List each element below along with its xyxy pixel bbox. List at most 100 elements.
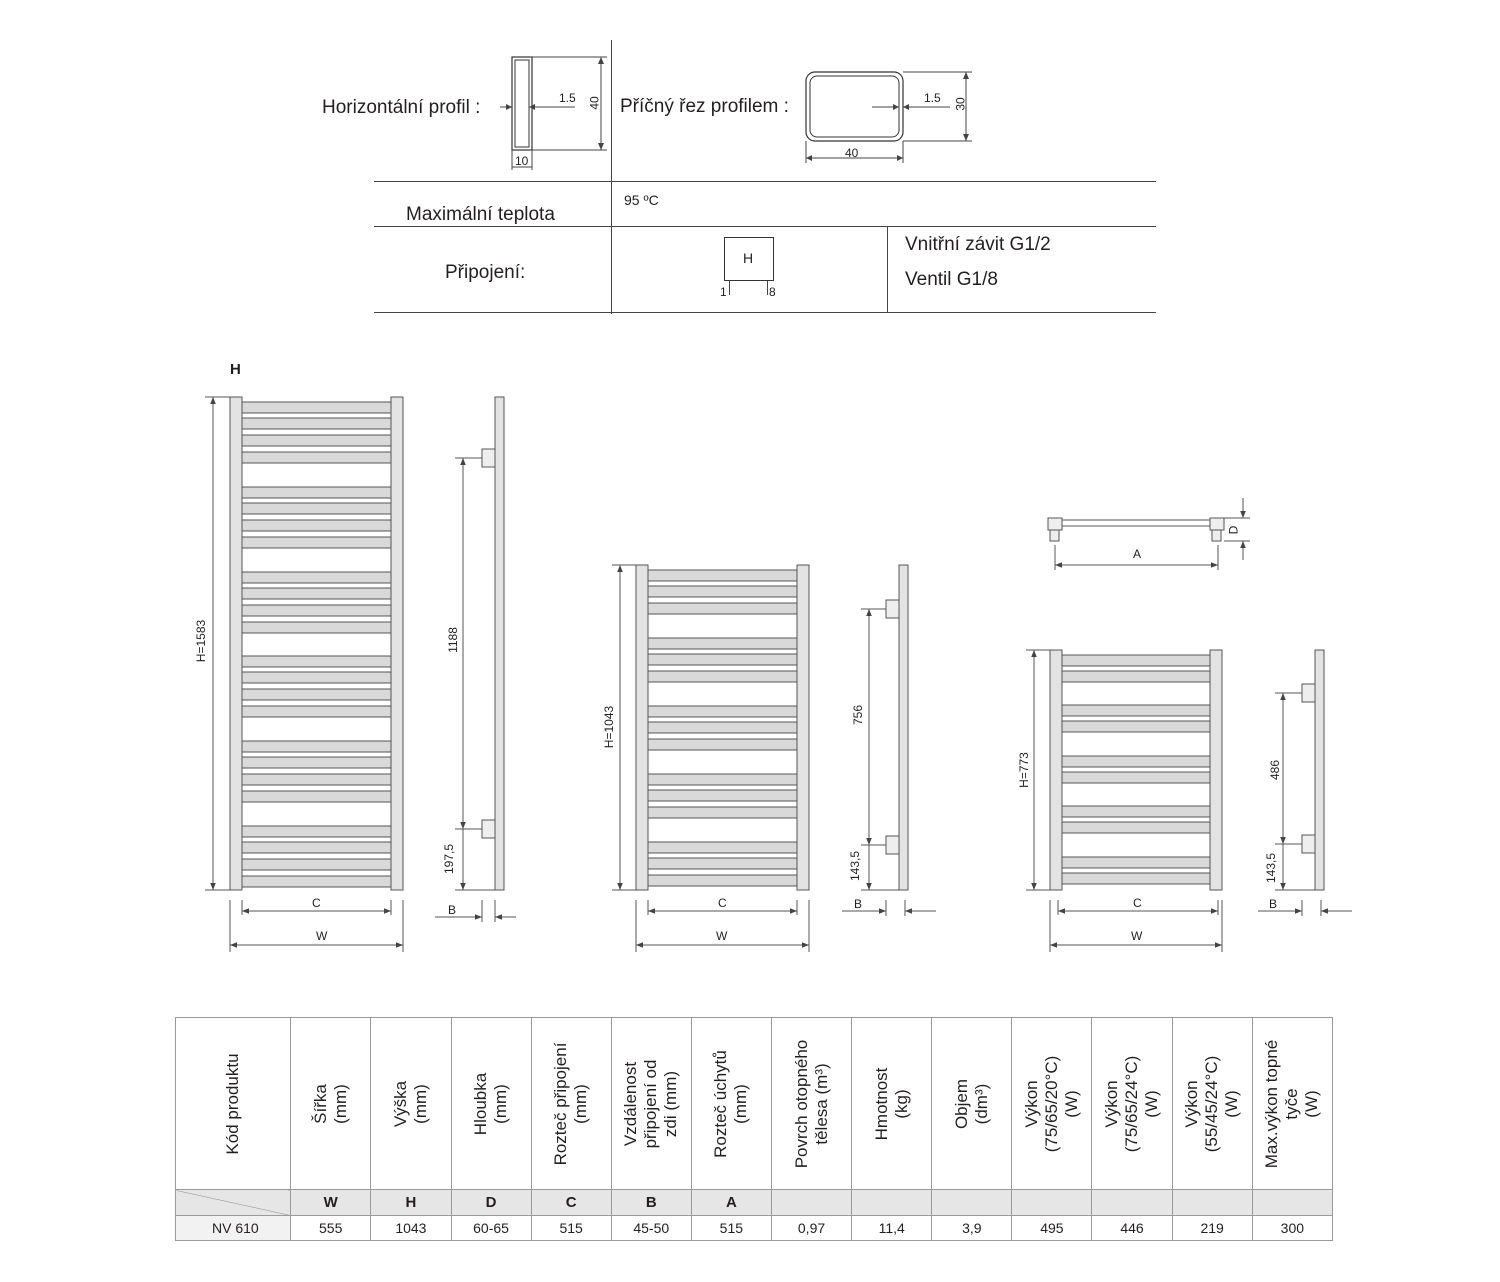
radiator-bar — [1061, 720, 1211, 733]
radiator-bar — [241, 451, 392, 464]
table-cell: 219 — [1171, 1215, 1253, 1241]
spec-divider-connection — [887, 226, 888, 312]
small-axis-label: 486 — [1268, 759, 1283, 781]
radiator-bar — [647, 637, 798, 650]
connection-thread: Vnitřní závit G1/2 — [905, 234, 1051, 255]
radiator-bar — [647, 585, 798, 598]
large-radiator-bars — [241, 401, 392, 888]
connection-right-pipe — [767, 281, 768, 295]
large-height-label: H=1583 — [194, 619, 209, 663]
radiator-bar — [241, 587, 392, 600]
radiator-bar — [1061, 872, 1211, 885]
radiator-bar — [241, 604, 392, 617]
connection-symbol: H — [743, 250, 754, 266]
table-header-row: Kód produktu Šířka (mm) Výška (mm) Hloub… — [174, 1017, 1334, 1190]
connection-valve: Ventil G1/8 — [905, 269, 998, 290]
large-w-label: W — [316, 929, 328, 943]
table-header-cell: Max.výkon topné tyče (W) — [1251, 1017, 1334, 1190]
connection-symbol-box — [724, 237, 774, 281]
radiator-bar — [241, 519, 392, 532]
cross-section-drawing — [805, 71, 972, 163]
spec-divider-row1 — [374, 181, 1156, 182]
radiator-bar — [1061, 670, 1211, 683]
medium-axis-label: 756 — [851, 704, 866, 726]
radiator-bar — [647, 705, 798, 718]
small-radiator-bars — [1061, 654, 1211, 885]
small-c-label: C — [1133, 896, 1142, 910]
radiator-bar — [1061, 771, 1211, 784]
horizontal-profile-width: 10 — [515, 154, 529, 168]
table-cell: 300 — [1251, 1215, 1334, 1241]
radiator-bar — [241, 740, 392, 753]
table-cell: 60-65 — [450, 1215, 532, 1241]
table-cell: 1043 — [370, 1215, 452, 1241]
table-cell: 515 — [690, 1215, 772, 1241]
radiator-bar — [647, 569, 798, 582]
radiator-bar — [241, 841, 392, 854]
horizontal-profile-label: Horizontální profil : — [322, 97, 481, 118]
small-d-label: D — [1226, 525, 1241, 535]
series-label: H — [230, 361, 241, 378]
radiator-bar — [241, 655, 392, 668]
radiator-bar — [241, 875, 392, 888]
table-header-cell: Výkon (75/65/24°C) (W) — [1091, 1017, 1173, 1190]
table-cell: 45-50 — [610, 1215, 692, 1241]
table-symbol-cell — [851, 1189, 933, 1216]
radiator-bar — [241, 790, 392, 803]
radiator-bar — [647, 841, 798, 854]
table-header-cell: Povrch otopného tělesa (m³) — [770, 1017, 853, 1190]
table-symbol-cell: B — [610, 1189, 692, 1216]
connection-left-mark: 1 — [720, 285, 727, 299]
table-symbol-cell — [174, 1189, 292, 1216]
radiator-bar — [241, 434, 392, 447]
horizontal-profile-drawing — [500, 56, 607, 170]
large-c-label: C — [312, 896, 321, 910]
radiator-bar — [1061, 821, 1211, 834]
max-temp-label: Maximální teplota — [406, 204, 555, 225]
small-a-label: A — [1133, 547, 1142, 561]
medium-offset-label: 143,5 — [848, 850, 863, 882]
cross-section-width: 40 — [845, 146, 859, 160]
table-symbol-cell — [1011, 1189, 1093, 1216]
large-radiator-front — [229, 396, 404, 891]
radiator-bar — [647, 857, 798, 870]
table-header-cell: Hloubka (mm) — [450, 1017, 532, 1190]
table-header-cell: Výkon (75/65/20°C) (W) — [1011, 1017, 1093, 1190]
radiator-bar — [647, 721, 798, 734]
table-symbol-cell — [931, 1189, 1013, 1216]
table-symbol-cell — [1171, 1189, 1253, 1216]
medium-b-label: B — [854, 897, 863, 911]
small-offset-label: 143,5 — [1264, 852, 1279, 884]
table-symbol-cell: D — [450, 1189, 532, 1216]
radiator-bar — [1061, 755, 1211, 768]
table-symbol-cell: W — [290, 1189, 372, 1216]
table-cell: 11,4 — [851, 1215, 933, 1241]
table-symbol-cell: C — [530, 1189, 612, 1216]
radiator-bar — [647, 773, 798, 786]
small-height-label: H=773 — [1016, 752, 1031, 788]
table-cell: 3,9 — [931, 1215, 1013, 1241]
cross-section-label: Příčný řez profilem : — [620, 96, 789, 117]
max-temp-value: 95 ºC — [624, 192, 659, 208]
spec-divider-vertical — [611, 40, 612, 314]
medium-w-label: W — [716, 929, 728, 943]
small-w-label: W — [1131, 929, 1143, 943]
table-cell: 446 — [1091, 1215, 1173, 1241]
radiator-bar — [241, 756, 392, 769]
radiator-bar — [647, 670, 798, 683]
table-header-cell: Rozteč úchytů (mm) — [690, 1017, 772, 1190]
medium-radiator-bars — [647, 569, 798, 887]
radiator-bar — [647, 602, 798, 615]
medium-c-label: C — [718, 896, 727, 910]
radiator-bar — [647, 653, 798, 666]
table-header-cell: Rozteč připojení (mm) — [530, 1017, 612, 1190]
radiator-bar — [1061, 805, 1211, 818]
radiator-bar — [647, 789, 798, 802]
table-symbol-cell — [770, 1189, 853, 1216]
radiator-bar — [241, 571, 392, 584]
radiator-bar — [241, 825, 392, 838]
table-cell: 0,97 — [770, 1215, 853, 1241]
radiator-bar — [241, 688, 392, 701]
radiator-bar — [241, 705, 392, 718]
cross-section-height: 30 — [953, 97, 968, 111]
